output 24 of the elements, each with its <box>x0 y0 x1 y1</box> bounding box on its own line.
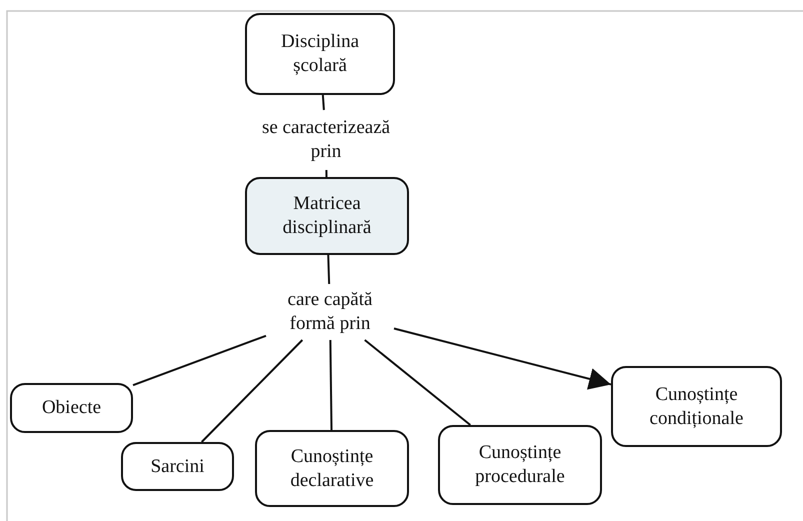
linking-phrase: care capătă formă prin <box>268 286 392 338</box>
connector-line <box>327 254 330 284</box>
concept-box <box>438 425 602 505</box>
connector-line <box>329 340 332 430</box>
concept-label: Sarcini <box>150 454 204 478</box>
connector-line <box>325 170 328 178</box>
connector-line <box>322 94 325 110</box>
linking-phrase: se caracterizează prin <box>245 112 407 168</box>
connector-line <box>364 339 471 426</box>
concept-label: Matricea disciplinară <box>282 192 372 240</box>
concept-box <box>611 366 782 447</box>
concept-box <box>245 177 409 255</box>
concept-label: Cunoștințe condiționale <box>648 382 744 430</box>
concept-box <box>245 13 395 95</box>
concept-label: Cunoștințe procedurale <box>474 441 566 489</box>
connector-line <box>200 339 304 443</box>
concept-label: Disciplina școlară <box>280 30 360 78</box>
concept-label: Obiecte <box>42 396 102 420</box>
concept-box <box>10 383 133 433</box>
concept-label: Cunoștințe declarative <box>289 444 375 492</box>
concept-box <box>121 442 234 491</box>
connector-line <box>132 334 266 386</box>
concept-box <box>255 430 409 507</box>
arrow <box>394 328 612 390</box>
